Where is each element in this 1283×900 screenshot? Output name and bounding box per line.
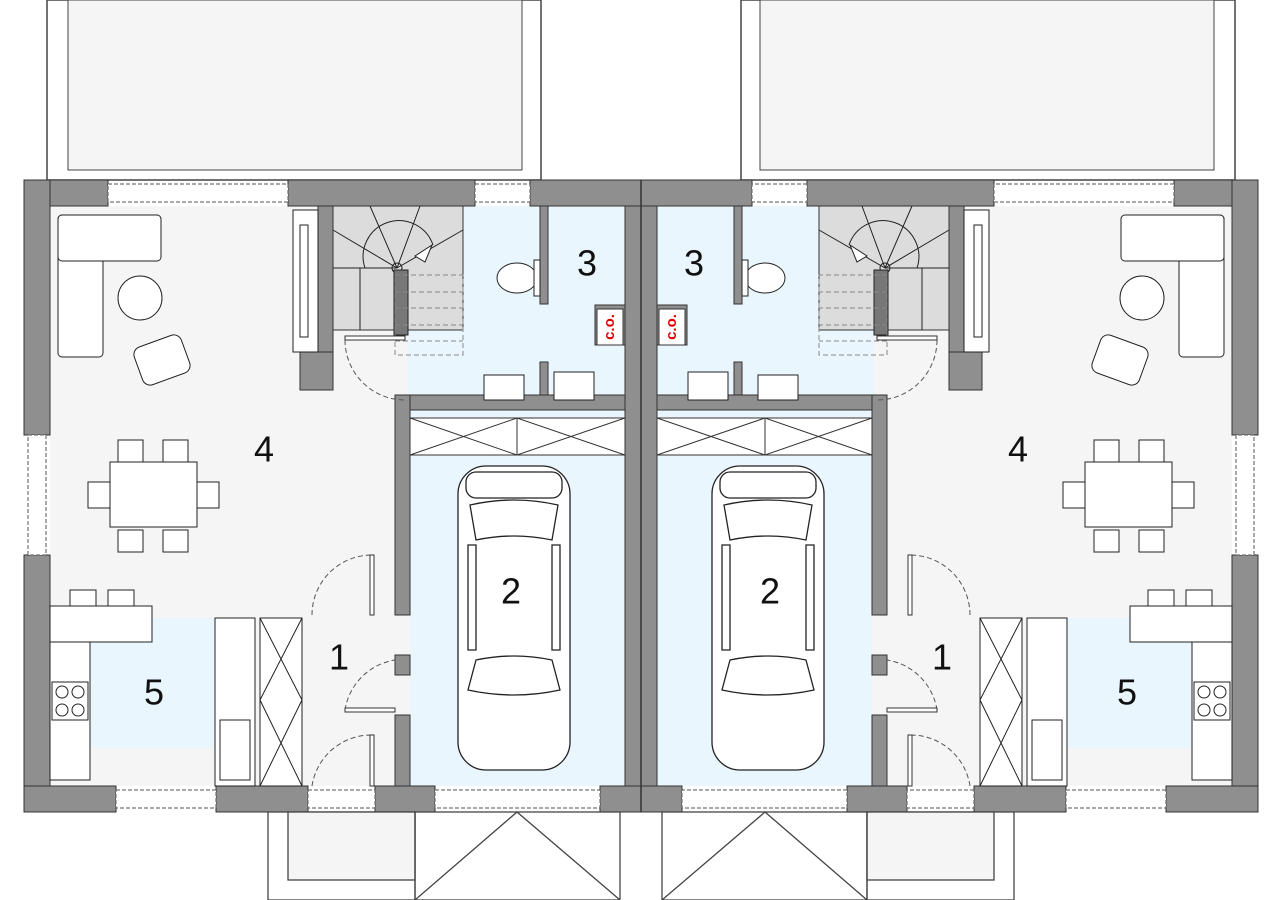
room-number-kitchen: 5 [1117,672,1137,713]
svg-text:c.o.: c.o. [663,314,680,340]
room-number-bathroom: 3 [577,243,597,284]
room-number-living: 4 [254,429,274,470]
room-number-bathroom: 3 [684,243,704,284]
unit-right [640,0,1259,900]
boiler-label-left: c.o. [596,308,624,346]
boiler-label-right: c.o. [658,308,686,346]
unit-left [23,0,642,900]
room-number-hall: 1 [329,637,349,678]
room-number-garage: 2 [760,571,780,612]
room-number-living: 4 [1008,429,1028,470]
room-number-garage: 2 [501,571,521,612]
room-number-kitchen: 5 [144,672,164,713]
svg-text:c.o.: c.o. [601,314,618,340]
room-number-hall: 1 [932,637,952,678]
